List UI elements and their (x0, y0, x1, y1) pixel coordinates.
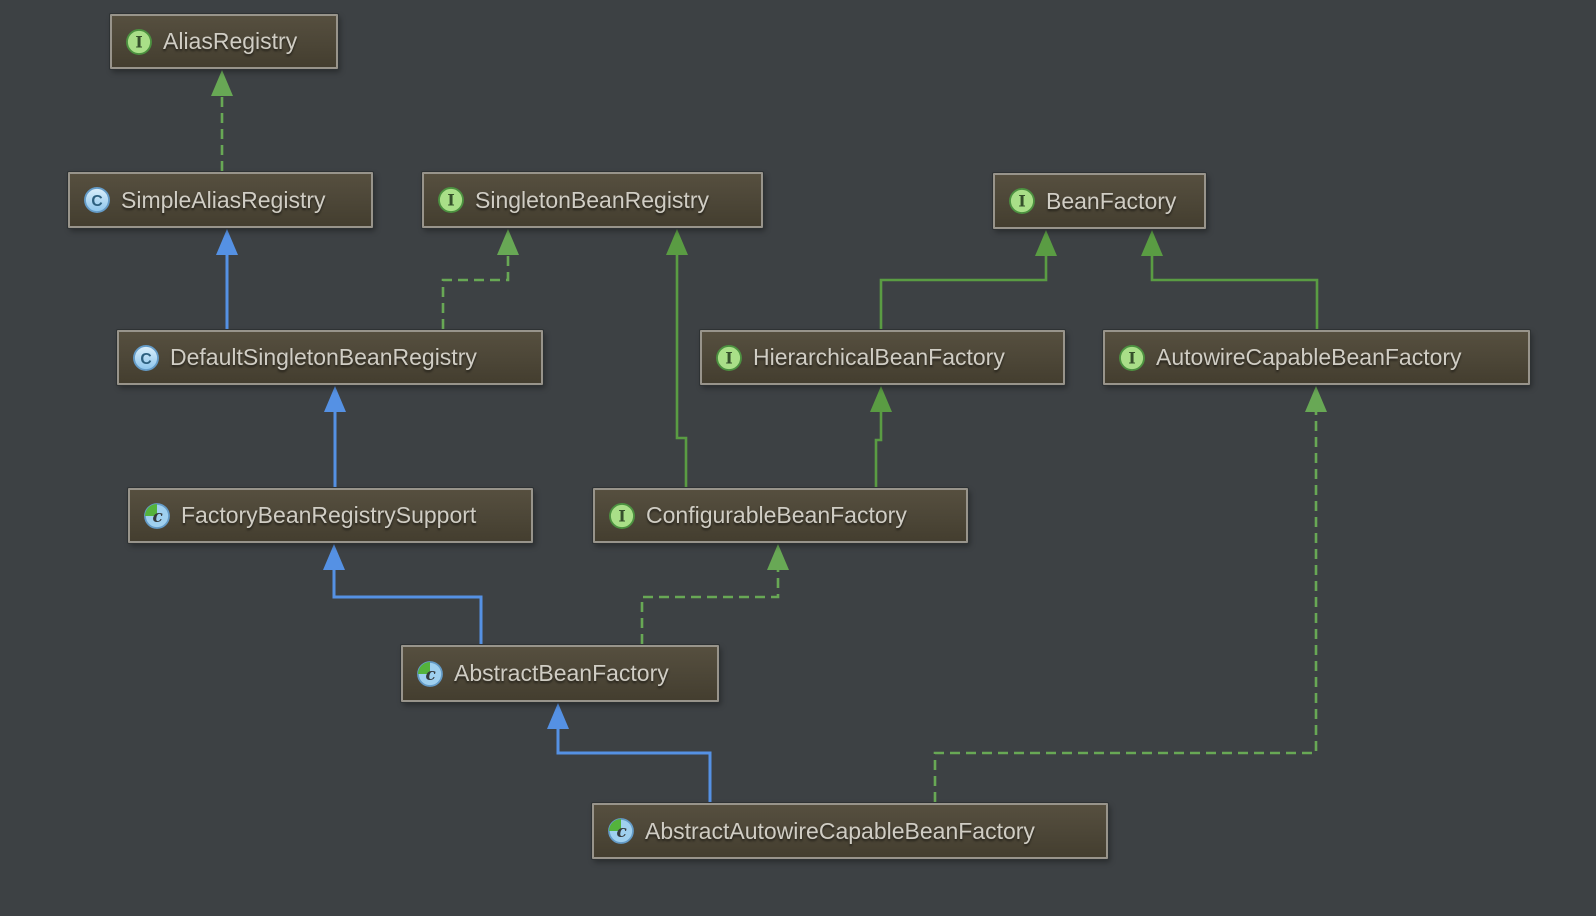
inheritance-arrowhead (216, 229, 238, 255)
edge-default-singleton-bean-registry-to-singleton-bean-registry[interactable] (441, 229, 519, 329)
class-node-autowire-capable-bean-factory[interactable]: I AutowireCapableBeanFactory (1103, 330, 1530, 385)
class-node-simple-alias-registry[interactable]: C SimpleAliasRegistry (68, 172, 373, 228)
class-node-label: AbstractBeanFactory (454, 660, 669, 686)
class-node-label: AliasRegistry (163, 28, 298, 54)
class-node-configurable-bean-factory[interactable]: I ConfigurableBeanFactory (593, 488, 968, 543)
edge-abstract-autowire-capable-bean-factory-to-autowire-capable-bean-factory[interactable] (933, 386, 1327, 802)
class-node-label: AutowireCapableBeanFactory (1156, 344, 1462, 370)
inheritance-arrowhead (666, 229, 688, 255)
edge-factory-bean-registry-support-to-default-singleton-bean-registry[interactable] (324, 386, 346, 487)
class-node-label: SingletonBeanRegistry (475, 186, 709, 213)
class-node-label: ConfigurableBeanFactory (646, 502, 907, 528)
inheritance-arrowhead (497, 229, 519, 255)
class-node-label: BeanFactory (1046, 187, 1177, 214)
inheritance-arrowhead (1141, 230, 1163, 256)
svg-text:I: I (135, 32, 142, 51)
class-icon: C (84, 187, 110, 213)
interface-icon: I (609, 502, 635, 529)
interface-icon: I (126, 28, 152, 55)
inheritance-arrowhead (323, 544, 345, 570)
edge-configurable-bean-factory-to-singleton-bean-registry[interactable] (666, 229, 688, 487)
class-node-abstract-autowire-capable-bean-factory[interactable]: c AbstractAutowireCapableBeanFactory (592, 803, 1108, 859)
class-node-default-singleton-bean-registry[interactable]: C DefaultSingletonBeanRegistry (117, 330, 543, 385)
class-node-label: HierarchicalBeanFactory (753, 344, 1005, 370)
interface-icon: I (716, 344, 742, 371)
class-node-bean-factory[interactable]: I BeanFactory (993, 173, 1206, 229)
edge-hierarchical-bean-factory-to-bean-factory[interactable] (879, 230, 1057, 329)
svg-text:I: I (1018, 192, 1025, 211)
inheritance-arrowhead (870, 386, 892, 412)
abstract-class-icon: c (608, 818, 634, 844)
svg-text:I: I (447, 191, 454, 210)
inheritance-arrowhead (1305, 386, 1327, 412)
class-node-factory-bean-registry-support[interactable]: c FactoryBeanRegistrySupport (128, 488, 533, 543)
inheritance-arrowhead (1035, 230, 1057, 256)
class-node-hierarchical-bean-factory[interactable]: I HierarchicalBeanFactory (700, 330, 1065, 385)
class-node-alias-registry[interactable]: I AliasRegistry (110, 14, 338, 69)
svg-text:c: c (426, 663, 437, 683)
svg-text:C: C (91, 193, 102, 210)
inheritance-arrowhead (767, 544, 789, 570)
interface-icon: I (1009, 188, 1035, 214)
class-node-abstract-bean-factory[interactable]: c AbstractBeanFactory (401, 645, 719, 702)
svg-text:I: I (725, 348, 732, 367)
inheritance-arrowhead (211, 70, 233, 96)
class-node-singleton-bean-registry[interactable]: I SingletonBeanRegistry (422, 172, 763, 228)
class-node-label: FactoryBeanRegistrySupport (181, 502, 477, 528)
edge-default-singleton-bean-registry-to-simple-alias-registry[interactable] (216, 229, 238, 329)
svg-text:c: c (617, 821, 628, 841)
class-node-label: DefaultSingletonBeanRegistry (170, 344, 477, 370)
class-icon: C (133, 344, 159, 371)
abstract-class-icon: c (417, 660, 443, 687)
edge-abstract-bean-factory-to-configurable-bean-factory[interactable] (640, 544, 789, 644)
svg-text:I: I (618, 506, 625, 525)
svg-text:I: I (1128, 348, 1135, 367)
svg-text:c: c (153, 505, 164, 525)
abstract-class-icon: c (144, 502, 170, 529)
edge-autowire-capable-bean-factory-to-bean-factory[interactable] (1141, 230, 1319, 329)
class-node-label: AbstractAutowireCapableBeanFactory (645, 817, 1035, 844)
inheritance-arrowhead (547, 703, 569, 729)
svg-text:C: C (140, 350, 151, 367)
edge-abstract-autowire-capable-bean-factory-to-abstract-bean-factory[interactable] (547, 703, 712, 802)
inheritance-arrowhead (324, 386, 346, 412)
edge-simple-alias-registry-to-alias-registry[interactable] (211, 70, 233, 171)
interface-icon: I (1119, 344, 1145, 371)
edge-abstract-bean-factory-to-factory-bean-registry-support[interactable] (323, 544, 483, 644)
class-node-label: SimpleAliasRegistry (121, 186, 326, 213)
edge-configurable-bean-factory-to-hierarchical-bean-factory[interactable] (870, 386, 892, 487)
interface-icon: I (438, 187, 464, 213)
